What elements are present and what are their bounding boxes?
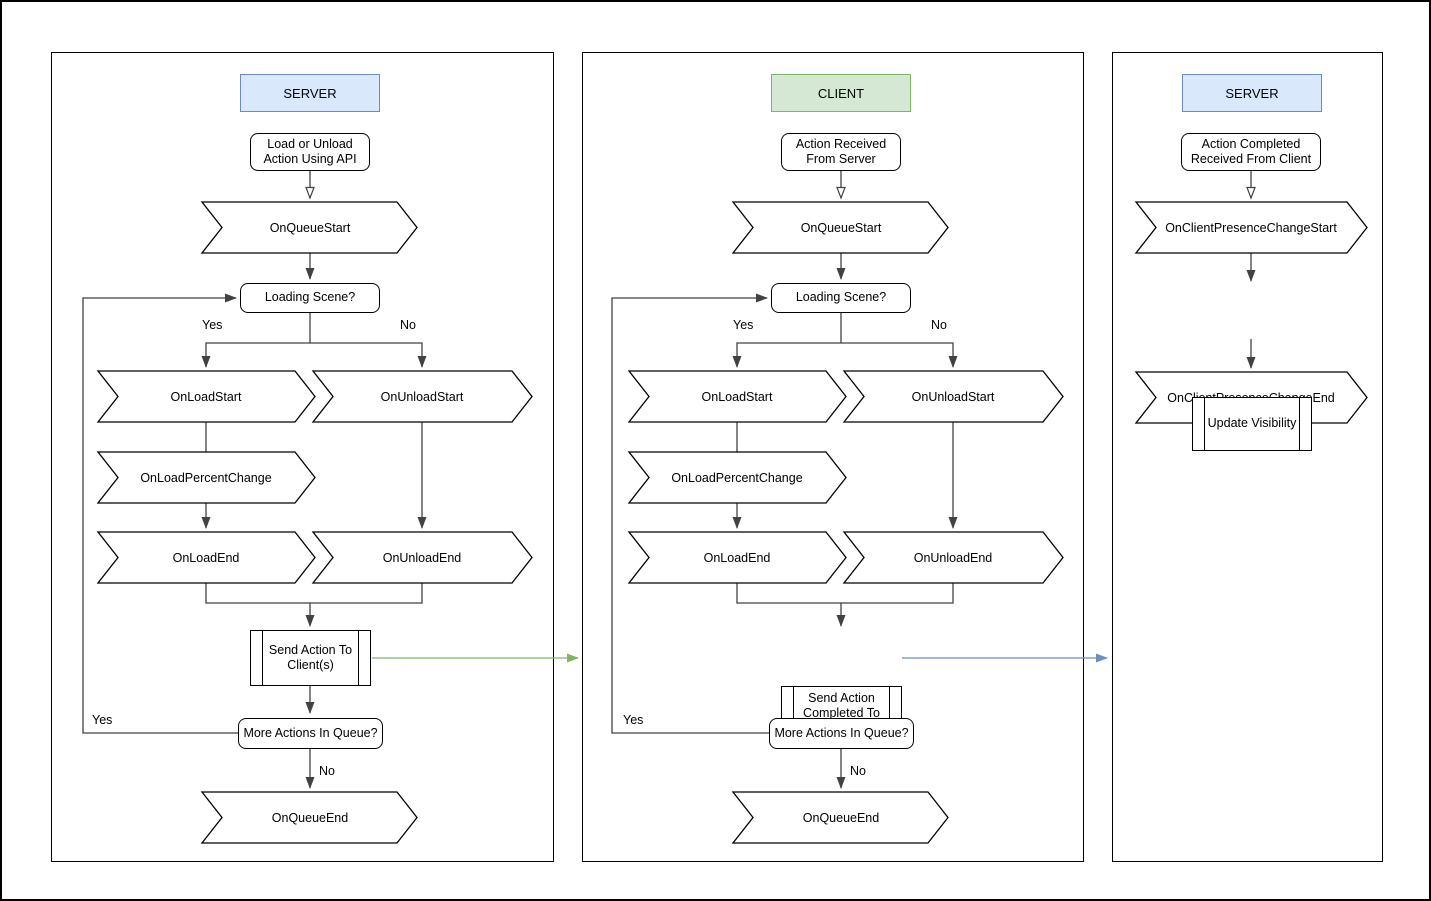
server-header-badge: SERVER: [240, 74, 380, 112]
step-label: OnQueueStart: [801, 221, 882, 235]
exit-label-no: No: [319, 764, 335, 778]
connector-loading-no-branch-2: [841, 342, 958, 368]
step-label: OnUnloadStart: [381, 390, 464, 404]
branch-label-yes: Yes: [202, 318, 223, 332]
process-label: Send Action To Client(s): [268, 642, 353, 672]
step-on-queue-start: [200, 201, 418, 254]
exit-label-no-2: No: [850, 764, 866, 778]
step-label: OnLoadPercentChange: [671, 471, 802, 485]
decision-more-actions-in-queue-2: More Actions In Queue?: [769, 718, 914, 749]
connector-loading-yes-branch: [201, 313, 311, 368]
step-label: OnUnloadStart: [912, 390, 995, 404]
step-on-unload-start-2: [842, 370, 1064, 423]
step-label: OnLoadEnd: [704, 551, 771, 565]
branch-label-no: No: [400, 318, 416, 332]
step-label: OnUnloadEnd: [383, 551, 462, 565]
server-presence-panel: [1112, 52, 1383, 862]
step-on-unload-end-2: [842, 531, 1064, 584]
process-label: Update Visibility: [1207, 416, 1297, 431]
terminator-action-completed-received: Action Completed Received From Client: [1181, 133, 1321, 171]
step-on-load-start: [96, 370, 316, 423]
step-label: OnQueueEnd: [272, 811, 348, 825]
step-on-unload-start: [311, 370, 533, 423]
client-queue-panel: [582, 52, 1084, 862]
step-label: OnLoadStart: [702, 390, 773, 404]
step-on-client-presence-change-start: [1134, 201, 1368, 254]
connector-loading-yes-branch-2: [732, 313, 842, 368]
step-label: OnQueueStart: [270, 221, 351, 235]
loop-label-yes: Yes: [92, 713, 113, 727]
step-label: OnLoadEnd: [173, 551, 240, 565]
client-header-badge: CLIENT: [771, 74, 911, 112]
connector-loading-no-branch: [310, 342, 427, 368]
step-on-load-end-2: [627, 531, 847, 584]
step-on-queue-end: [200, 791, 418, 844]
step-on-queue-start-2: [731, 201, 949, 254]
server-presence-header-badge: SERVER: [1182, 74, 1322, 112]
connector-merge-ends: [205, 583, 423, 604]
process-update-visibility: Update Visibility: [1192, 397, 1312, 451]
connector-yes-loop-2: [611, 293, 769, 734]
connector-yes-loop: [82, 293, 238, 734]
step-label: OnLoadStart: [171, 390, 242, 404]
step-label: OnQueueEnd: [803, 811, 879, 825]
terminator-load-or-unload-action: Load or Unload Action Using API: [250, 133, 370, 171]
process-send-action-to-clients: Send Action To Client(s): [250, 630, 371, 686]
step-label: OnLoadPercentChange: [140, 471, 271, 485]
step-label: OnUnloadEnd: [914, 551, 993, 565]
step-on-load-start-2: [627, 370, 847, 423]
decision-loading-scene-2: Loading Scene?: [771, 283, 911, 313]
decision-more-actions-in-queue: More Actions In Queue?: [238, 718, 383, 749]
step-on-load-percent-change: [96, 451, 316, 504]
step-label: OnClientPresenceChangeStart: [1165, 221, 1337, 235]
step-on-load-end: [96, 531, 316, 584]
server-queue-panel: [51, 52, 554, 862]
connector-merge-ends-2: [736, 583, 954, 604]
branch-label-yes-2: Yes: [733, 318, 754, 332]
step-on-unload-end: [311, 531, 533, 584]
decision-loading-scene: Loading Scene?: [240, 283, 380, 313]
branch-label-no-2: No: [931, 318, 947, 332]
loop-label-yes-2: Yes: [623, 713, 644, 727]
terminator-action-received-from-server: Action Received From Server: [781, 133, 901, 171]
step-on-load-percent-change-2: [627, 451, 847, 504]
step-on-queue-end-2: [731, 791, 949, 844]
